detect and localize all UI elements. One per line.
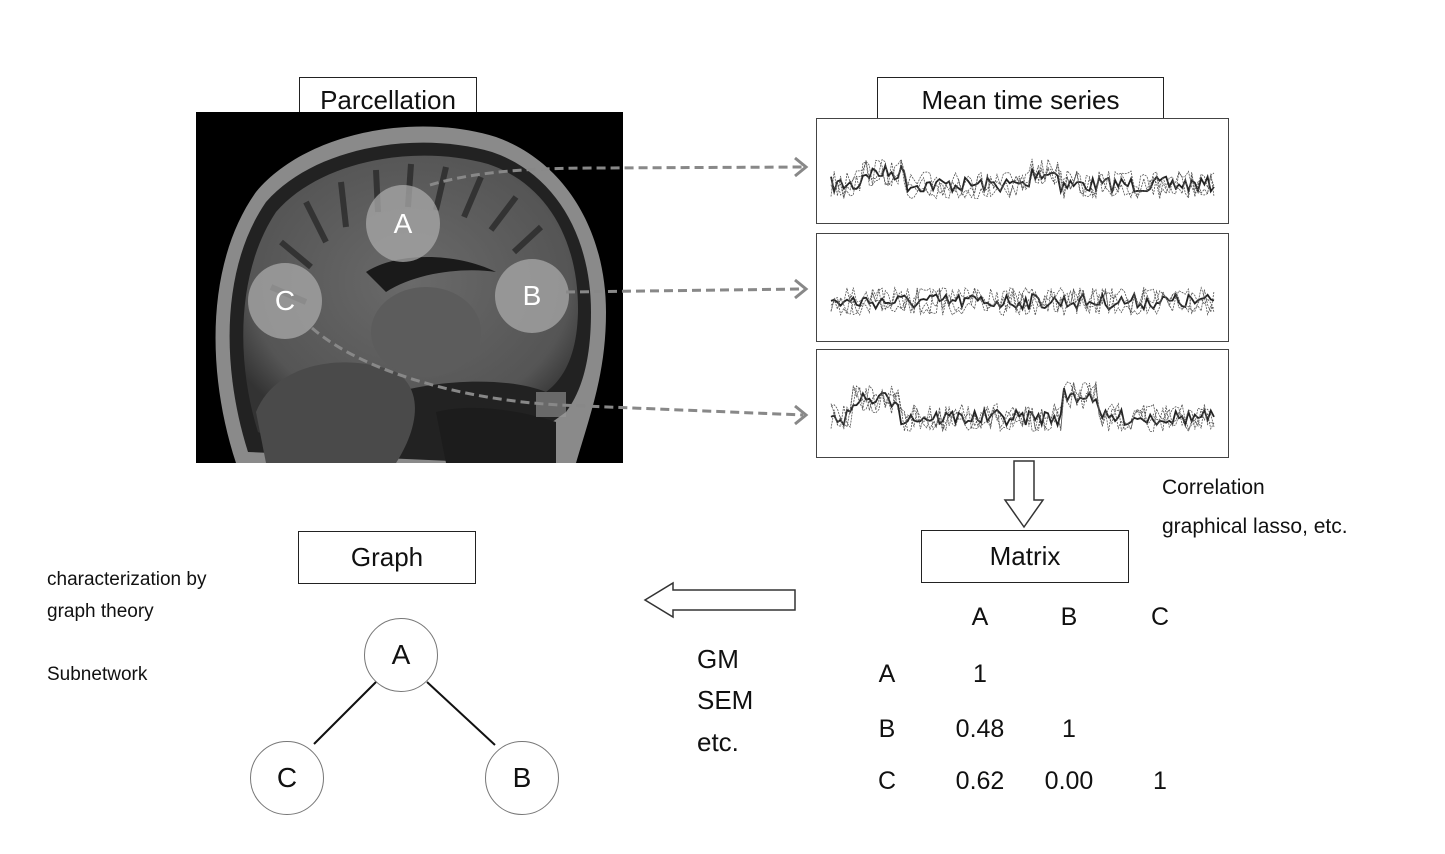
model-gm: GM xyxy=(697,644,739,674)
dashed-arrow-b xyxy=(565,287,804,294)
method-note-line2: graphical lasso, etc. xyxy=(1162,515,1348,538)
time-series-panel-c xyxy=(816,349,1229,458)
method-note-line1: Correlation xyxy=(1162,476,1265,499)
matrix-cell: 0.48 xyxy=(955,715,1005,743)
dashed-arrow-a xyxy=(429,165,804,187)
time-series-trace xyxy=(830,157,1215,200)
matrix-title: Matrix xyxy=(921,530,1129,583)
matrix-cell: 1 xyxy=(1062,715,1076,743)
left-arrow-icon xyxy=(643,581,796,619)
matrix-row-label: A xyxy=(878,660,896,688)
edge-a-c xyxy=(313,681,377,745)
graph-note-line1: characterization by xyxy=(47,569,207,590)
time-series-trace xyxy=(830,286,1215,317)
matrix-row-label: C xyxy=(877,767,897,795)
graph-node-c: C xyxy=(250,741,324,815)
time-series-panel-b xyxy=(816,233,1229,342)
time-series-panel-a xyxy=(816,118,1229,224)
matrix-cell: 1 xyxy=(973,660,987,688)
edge-a-b xyxy=(426,681,496,746)
graph-node-a: A xyxy=(364,618,438,692)
matrix-col-header: C xyxy=(1150,603,1170,631)
arrowhead-b-icon xyxy=(794,278,809,300)
time-series-trace xyxy=(830,381,1215,433)
model-etc: etc. xyxy=(697,727,739,757)
arrowhead-a-icon xyxy=(794,156,809,178)
region-c-marker: C xyxy=(248,263,322,339)
matrix-cell: 0.62 xyxy=(955,767,1005,795)
region-b-marker: B xyxy=(495,259,569,333)
down-arrow-icon xyxy=(1003,460,1045,529)
graph-note-line2: graph theory xyxy=(47,601,154,622)
time-series-trace xyxy=(830,158,1215,199)
matrix-cell: 1 xyxy=(1153,767,1167,795)
matrix-col-header: B xyxy=(1060,603,1078,631)
arrowhead-c-icon xyxy=(794,404,809,426)
time-series-trace xyxy=(830,291,1215,312)
dashed-arrow-c xyxy=(311,326,804,417)
matrix-col-header: A xyxy=(971,603,989,631)
graph-note-subnetwork: Subnetwork xyxy=(47,664,148,685)
time-series-trace xyxy=(830,160,1215,200)
model-sem: SEM xyxy=(697,685,754,715)
graph-node-b: B xyxy=(485,741,559,815)
matrix-cell: 0.00 xyxy=(1044,767,1094,795)
graph-title: Graph xyxy=(298,531,476,584)
matrix-row-label: B xyxy=(878,715,896,743)
time-series-trace xyxy=(830,286,1215,316)
region-a-marker: A xyxy=(366,185,440,262)
time-series-trace xyxy=(830,381,1215,432)
